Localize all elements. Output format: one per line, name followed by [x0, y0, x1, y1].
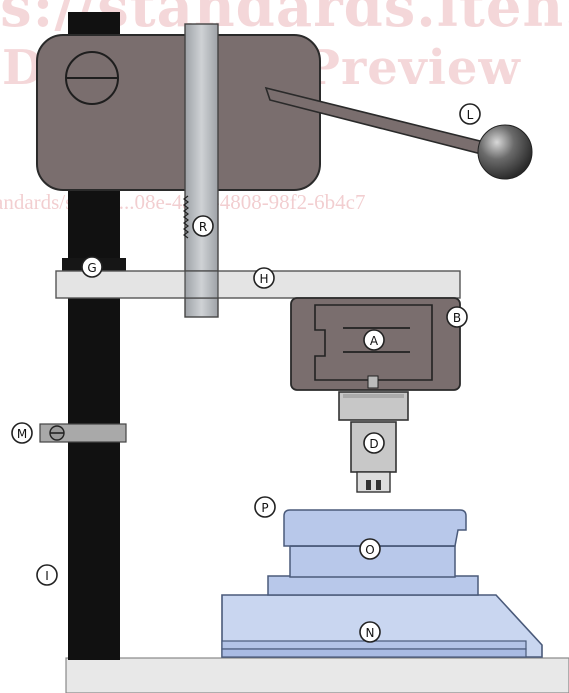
label-i: I	[36, 564, 58, 586]
svg-text:B: B	[453, 311, 461, 325]
indenter-tip	[356, 471, 391, 493]
table-lower-layer	[267, 575, 479, 596]
svg-text:N: N	[366, 626, 375, 640]
svg-text:D: D	[369, 437, 378, 451]
floor-base	[65, 657, 569, 693]
specimen-holder	[283, 509, 467, 547]
label-d: D	[363, 432, 385, 454]
label-g: G	[81, 256, 103, 278]
rack-teeth	[183, 195, 189, 239]
label-b: B	[446, 306, 468, 328]
label-l: L	[459, 103, 481, 125]
indenter-body	[350, 421, 397, 473]
svg-text:A: A	[370, 334, 379, 348]
svg-text:O: O	[365, 543, 374, 557]
lever-knob	[477, 124, 533, 180]
label-n: N	[359, 621, 381, 643]
svg-text:R: R	[199, 220, 207, 234]
svg-text:H: H	[259, 272, 268, 286]
label-o: O	[359, 538, 381, 560]
label-r: R	[192, 215, 214, 237]
rack-rod	[184, 23, 219, 318]
svg-text:M: M	[17, 427, 27, 441]
svg-text:G: G	[87, 261, 96, 275]
label-p: P	[254, 496, 276, 518]
label-h: H	[253, 267, 275, 289]
label-m: M	[11, 422, 33, 444]
svg-text:I: I	[45, 569, 49, 583]
svg-text:L: L	[467, 108, 474, 122]
svg-text:P: P	[261, 501, 268, 515]
label-a: A	[363, 329, 385, 351]
